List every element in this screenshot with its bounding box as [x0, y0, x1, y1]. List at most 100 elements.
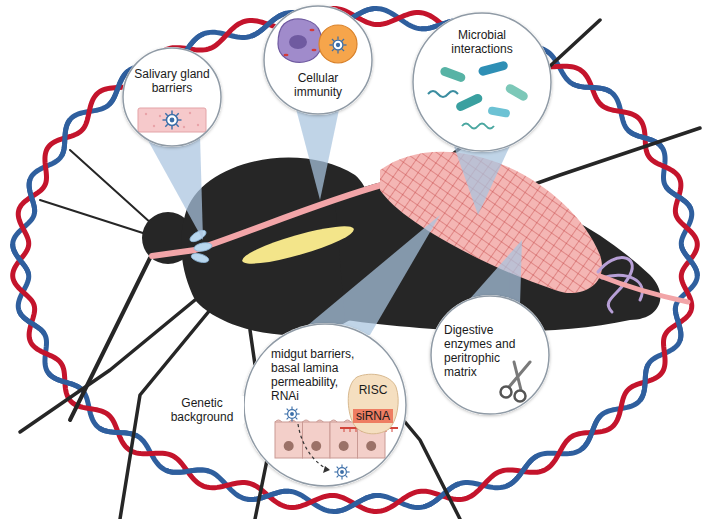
spotlight [145, 135, 203, 240]
nuclei [284, 441, 377, 451]
hemocyte [278, 19, 322, 62]
free-label: Genetic background [160, 396, 244, 424]
cell [275, 422, 303, 458]
text-holder: RISC siRNA [347, 383, 399, 424]
helix-strand [573, 84, 610, 92]
callout-ground [412, 12, 552, 152]
helix-strand [582, 416, 601, 449]
text-holder: Cellular immunity [278, 71, 358, 99]
helix-strand [690, 260, 697, 276]
helix-strand [13, 244, 29, 275]
circle-outline [413, 13, 551, 151]
gland-lobe [193, 241, 212, 252]
granule [284, 54, 289, 56]
helix-strand [166, 470, 209, 472]
circle-outline [431, 296, 549, 414]
virus-icon [334, 464, 349, 479]
circle-outline [244, 324, 406, 486]
node-text: Salivary gland barriers [130, 67, 214, 95]
dot [145, 113, 147, 115]
text-holder: Microbial interactions [432, 28, 532, 56]
helix-strand [675, 307, 681, 340]
gland-tissue [138, 108, 206, 132]
node-text: midgut barriers, basal lamina permeabili… [271, 347, 365, 403]
helix-strand [247, 491, 288, 499]
helix-strand [628, 130, 662, 147]
handle [501, 387, 512, 398]
spotlight [290, 215, 440, 340]
bacterium [439, 66, 467, 83]
helix-strand [334, 496, 376, 512]
node-text: Digestive enzymes and peritrophic matrix [444, 323, 520, 379]
node-outline [347, 373, 399, 435]
virus-icon [329, 36, 346, 53]
virus-icon [163, 111, 182, 130]
node-text: RISC [347, 383, 399, 397]
crop [239, 219, 356, 270]
dot [153, 125, 155, 127]
dot [159, 115, 161, 117]
hindgut [600, 276, 688, 302]
blade [514, 362, 521, 390]
spotlight [295, 105, 340, 200]
node-subtext: siRNA [353, 409, 393, 423]
handle [515, 391, 526, 402]
spirochete [462, 124, 494, 129]
dot [197, 124, 199, 126]
spirochete [428, 91, 458, 97]
callout-circle: Cellular immunity [263, 5, 373, 115]
bacterium [477, 60, 508, 76]
text-holder: Digestive enzymes and peritrophic matrix [444, 323, 520, 379]
callout-ground [122, 47, 222, 147]
cell [303, 422, 331, 458]
helix-strand [681, 245, 690, 260]
granules [284, 29, 317, 56]
antenna [40, 200, 146, 234]
node-text: Cellular immunity [278, 71, 358, 99]
phagocyte [319, 25, 357, 63]
callout-circle: Microbial interactions [412, 12, 552, 152]
proboscis [70, 258, 150, 420]
risc-complex: RISC siRNA [347, 373, 399, 435]
nucleus [339, 441, 349, 451]
dot [183, 126, 185, 128]
microbe-illustration [428, 60, 529, 128]
callout-circle: midgut barriers, basal lamina permeabili… [243, 323, 407, 487]
dot [189, 112, 191, 114]
gland-lobe [190, 252, 209, 264]
helix-strand [507, 456, 537, 486]
salivary-illustration [138, 108, 206, 132]
circle-outline [123, 48, 221, 146]
granule [310, 29, 315, 31]
antennae [40, 150, 152, 234]
text-holder: Salivary gland barriers [130, 67, 214, 95]
bacterium [455, 92, 484, 112]
helix-strand [48, 373, 82, 390]
node-text: Microbial interactions [432, 28, 532, 56]
callout-circle: Salivary gland barriers [122, 47, 222, 147]
nucleus [284, 441, 294, 451]
immunity-illustration [278, 19, 357, 63]
arrow-head [323, 466, 330, 473]
helix-strand [19, 311, 44, 334]
node-outline [122, 47, 222, 147]
granule [312, 49, 317, 51]
helix-strand [640, 364, 649, 400]
virus-icon [284, 406, 299, 421]
scissors-icon [501, 362, 531, 402]
nucleus [311, 441, 321, 451]
helix-strand [99, 428, 136, 436]
dashed-arrow [298, 424, 330, 470]
helix-strand [666, 186, 691, 209]
bacterium [504, 83, 529, 103]
callout-ground [430, 295, 550, 415]
callout-ground [263, 5, 373, 115]
callout-circle: Digestive enzymes and peritrophic matrix [430, 295, 550, 415]
circle-outline [264, 6, 372, 114]
nucleus [289, 35, 307, 49]
callout-grounds [122, 5, 552, 487]
helix-strand [29, 180, 35, 213]
